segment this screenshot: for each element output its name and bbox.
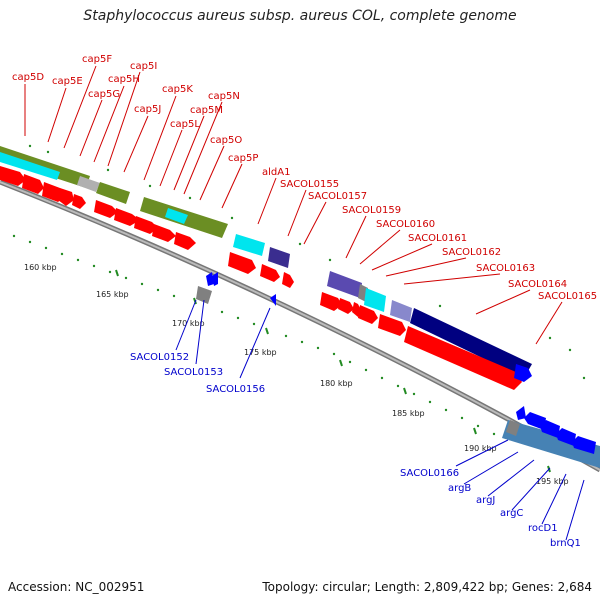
gene-label: SACOL0162 — [442, 247, 501, 258]
gene-label: cap5K — [162, 84, 193, 95]
reverse-cds-track — [206, 272, 596, 454]
reverse-leader-lines — [175, 299, 585, 541]
gene-label: cap5D — [12, 72, 44, 83]
gene-label: aldA1 — [262, 167, 290, 178]
gene-label: SACOL0165 — [538, 291, 597, 302]
gene-label: argB — [448, 483, 471, 494]
kbp-labels: 160 kbp 165 kbp 170 kbp 175 kbp 180 kbp … — [24, 263, 569, 486]
gene-label: cap5J — [134, 104, 161, 115]
gene-label: argC — [500, 508, 523, 519]
forward-leader-lines — [24, 65, 563, 345]
gene-label: SACOL0157 — [308, 191, 367, 202]
gene-label: cap5H — [108, 74, 140, 85]
gene-label: SACOL0160 — [376, 219, 435, 230]
gene-label: cap5L — [170, 119, 200, 130]
kbp-ticks — [115, 269, 551, 473]
kbp-label: 190 kbp — [464, 444, 497, 453]
gene-label: SACOL0161 — [408, 233, 467, 244]
accession-text: Accession: NC_002951 — [8, 580, 145, 594]
gene-label: cap5G — [88, 89, 120, 100]
gene-label: SACOL0166 — [400, 468, 459, 479]
gene-label: SACOL0152 — [130, 352, 189, 363]
gene-label: SACOL0164 — [508, 279, 567, 290]
gene-label: brnQ1 — [550, 538, 581, 549]
gene-label: cap5F — [82, 54, 112, 65]
gene-label: SACOL0159 — [342, 205, 401, 216]
gene-label: SACOL0163 — [476, 263, 535, 274]
gene-label: SACOL0156 — [206, 384, 265, 395]
gene-label: SACOL0155 — [280, 179, 339, 190]
kbp-label: 185 kbp — [392, 409, 425, 418]
kbp-label: 180 kbp — [320, 379, 353, 388]
gene-label: argJ — [476, 495, 495, 506]
kbp-label: 160 kbp — [24, 263, 57, 272]
gene-label: SACOL0153 — [164, 367, 223, 378]
gene-label: cap5P — [228, 153, 258, 164]
gene-label: cap5O — [210, 135, 242, 146]
gene-label: cap5E — [52, 76, 83, 87]
kbp-label: 170 kbp — [172, 319, 205, 328]
kbp-label: 175 kbp — [244, 348, 277, 357]
gene-label: cap5M — [190, 105, 223, 116]
genome-summary-text: Topology: circular; Length: 2,809,422 bp… — [262, 580, 592, 594]
reverse-labels: SACOL0152 SACOL0153 SACOL0156 SACOL0166 … — [130, 352, 581, 549]
gene-label: cap5N — [208, 91, 240, 102]
gene-label: cap5I — [130, 61, 157, 72]
forward-cds-track — [0, 166, 532, 390]
gene-label: rocD1 — [528, 523, 558, 534]
tick-dots — [12, 144, 586, 436]
cog-ring — [0, 146, 600, 468]
forward-labels: cap5D cap5E cap5F cap5G cap5H cap5I cap5… — [12, 54, 597, 302]
map-title: Staphylococcus aureus subsp. aureus COL,… — [83, 8, 517, 24]
kbp-label: 165 kbp — [96, 290, 129, 299]
kbp-label: 195 kbp — [536, 477, 569, 486]
